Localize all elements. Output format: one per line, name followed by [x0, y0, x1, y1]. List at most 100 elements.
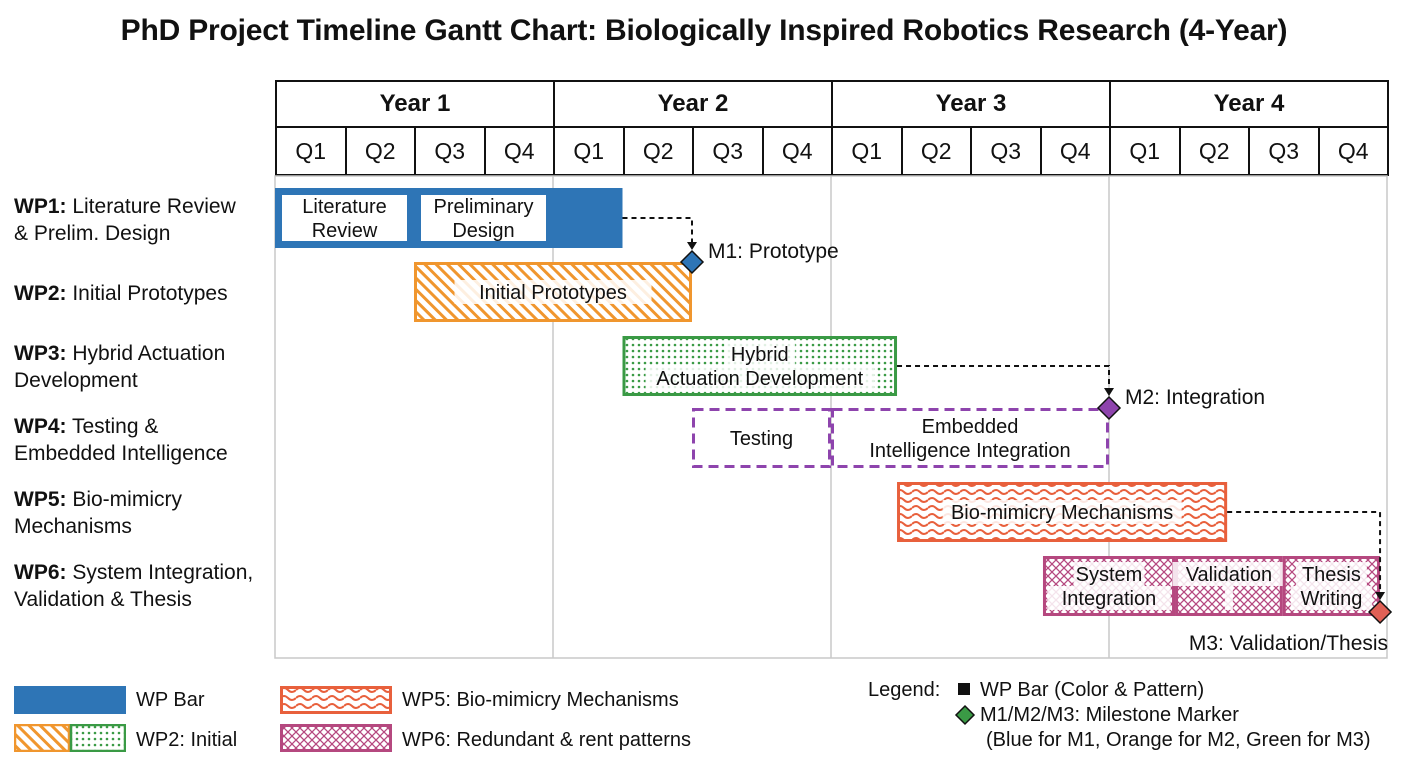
milestone-label: M1: Prototype: [708, 240, 839, 263]
legend-wp-bar-label: WP Bar: [136, 689, 205, 711]
task-label: Integration: [1062, 588, 1157, 610]
wp-id: WP4:: [14, 415, 67, 438]
chart-title: PhD Project Timeline Gantt Chart: Biolog…: [120, 14, 1288, 47]
legend-key-square-icon: [958, 683, 970, 695]
wp-label: WP6: System Integration,Validation & The…: [14, 561, 254, 611]
quarter-header: Q4: [761, 126, 833, 176]
task-bar-fill: [553, 188, 623, 248]
task-bar-fill: [1042, 556, 1176, 616]
quarter-header: Q3: [1248, 126, 1320, 176]
task-bar-fill: [831, 408, 1109, 468]
task-label: System: [1076, 564, 1143, 586]
task-label: Initial Prototypes: [479, 282, 627, 304]
task-label: Writing: [1300, 588, 1362, 610]
task-bar-fill: [897, 482, 1228, 542]
task-bar: Validation: [1172, 556, 1286, 616]
task-bar: [553, 188, 623, 248]
quarter-header: Q4: [1039, 126, 1111, 176]
task-label: Embedded: [922, 416, 1019, 438]
quarter-header: Q1: [275, 126, 347, 176]
task-label-bg: [1295, 562, 1367, 586]
quarter-header: Q2: [1178, 126, 1250, 176]
year-header-4: Year 4: [1109, 80, 1389, 128]
quarter-header: Q3: [692, 126, 764, 176]
legend-key-note: (Blue for M1, Orange for M2, Green for M…: [986, 729, 1371, 751]
legend-wp5-label: WP5: Bio-mimicry Mechanisms: [402, 689, 679, 711]
milestone-connector: [1227, 511, 1382, 598]
quarter-header: Q2: [900, 126, 972, 176]
wp-label: WP1: Literature Review& Prelim. Design: [14, 195, 236, 245]
milestone-connector: [897, 365, 1110, 394]
milestone-diamond-icon: [1367, 599, 1393, 625]
milestone-diamond-icon: [679, 249, 705, 275]
legend-wp5-swatch: [280, 686, 392, 714]
task-bar: Initial Prototypes: [414, 262, 692, 322]
task-bar-fill: [1175, 556, 1283, 616]
quarter-header: Q2: [344, 126, 416, 176]
milestone: M3: Validation/Thesis: [1189, 511, 1393, 655]
legend-key-bar: WP Bar (Color & Pattern): [980, 679, 1205, 701]
wp-id: WP6:: [14, 561, 67, 584]
task-label: Intelligence Integration: [869, 440, 1070, 462]
task-label: Preliminary: [433, 196, 533, 218]
task-label-bg: [1047, 586, 1171, 610]
task-bar-inner: [421, 195, 546, 241]
quarter-header: Q1: [1109, 126, 1181, 176]
quarter-header: Q2: [622, 126, 694, 176]
task-label: Thesis: [1302, 564, 1361, 586]
quarter-header: Q3: [970, 126, 1042, 176]
task-label: Testing: [730, 428, 793, 450]
milestone-label: M2: Integration: [1125, 386, 1265, 409]
wp-id: WP2:: [14, 282, 67, 305]
milestone-arrow-icon: [1375, 592, 1386, 600]
task-bar-fill: [414, 188, 553, 248]
year-header-2: Year 2: [553, 80, 833, 128]
task-bar: Testing: [692, 408, 831, 468]
task-label: Bio-mimicry Mechanisms: [951, 502, 1173, 524]
legend-wp2-swatch: [14, 724, 126, 752]
task-label-bg: [1172, 562, 1286, 586]
task-bar-fill: [1282, 556, 1381, 616]
task-label: Validation: [1186, 564, 1272, 586]
legend-key-milestone: M1/M2/M3: Milestone Marker: [980, 704, 1239, 726]
task-label: Design: [452, 220, 514, 242]
wp-id: WP5:: [14, 488, 67, 511]
legend-wp6-swatch: [280, 724, 392, 752]
legend-key-diamond-icon: [954, 704, 976, 726]
task-label-bg: [942, 500, 1182, 524]
task-label: Literature: [302, 196, 387, 218]
wp-label: WP2: Initial Prototypes: [14, 282, 228, 305]
task-bar-fill: [414, 262, 692, 322]
wp-id: WP3:: [14, 342, 67, 365]
milestone-connector: [622, 217, 693, 248]
task-label-bg: [645, 366, 875, 390]
task-bar-fill: [692, 408, 831, 468]
task-label: Hybrid: [731, 344, 789, 366]
quarter-header: Q3: [414, 126, 486, 176]
milestone: M2: Integration: [897, 365, 1265, 421]
task-label-bg: [1290, 586, 1373, 610]
grid-lines: [274, 175, 1388, 659]
milestone-label: M3: Validation/Thesis: [1189, 632, 1388, 655]
task-label-bg: [724, 342, 796, 366]
wp-id: WP1:: [14, 195, 67, 218]
grid-frame: [274, 175, 1388, 659]
quarter-header: Q1: [831, 126, 903, 176]
wp-label: WP4: Testing &Embedded Intelligence: [14, 415, 228, 465]
task-label-bg: [1224, 586, 1233, 610]
task-label: Review: [312, 220, 378, 242]
quarter-header: Q4: [483, 126, 555, 176]
task-bar-inner: [282, 195, 407, 241]
legend-wp-bar-swatch: [14, 686, 126, 714]
milestone-diamond-icon: [1096, 395, 1122, 421]
task-label-bg: [454, 280, 652, 304]
